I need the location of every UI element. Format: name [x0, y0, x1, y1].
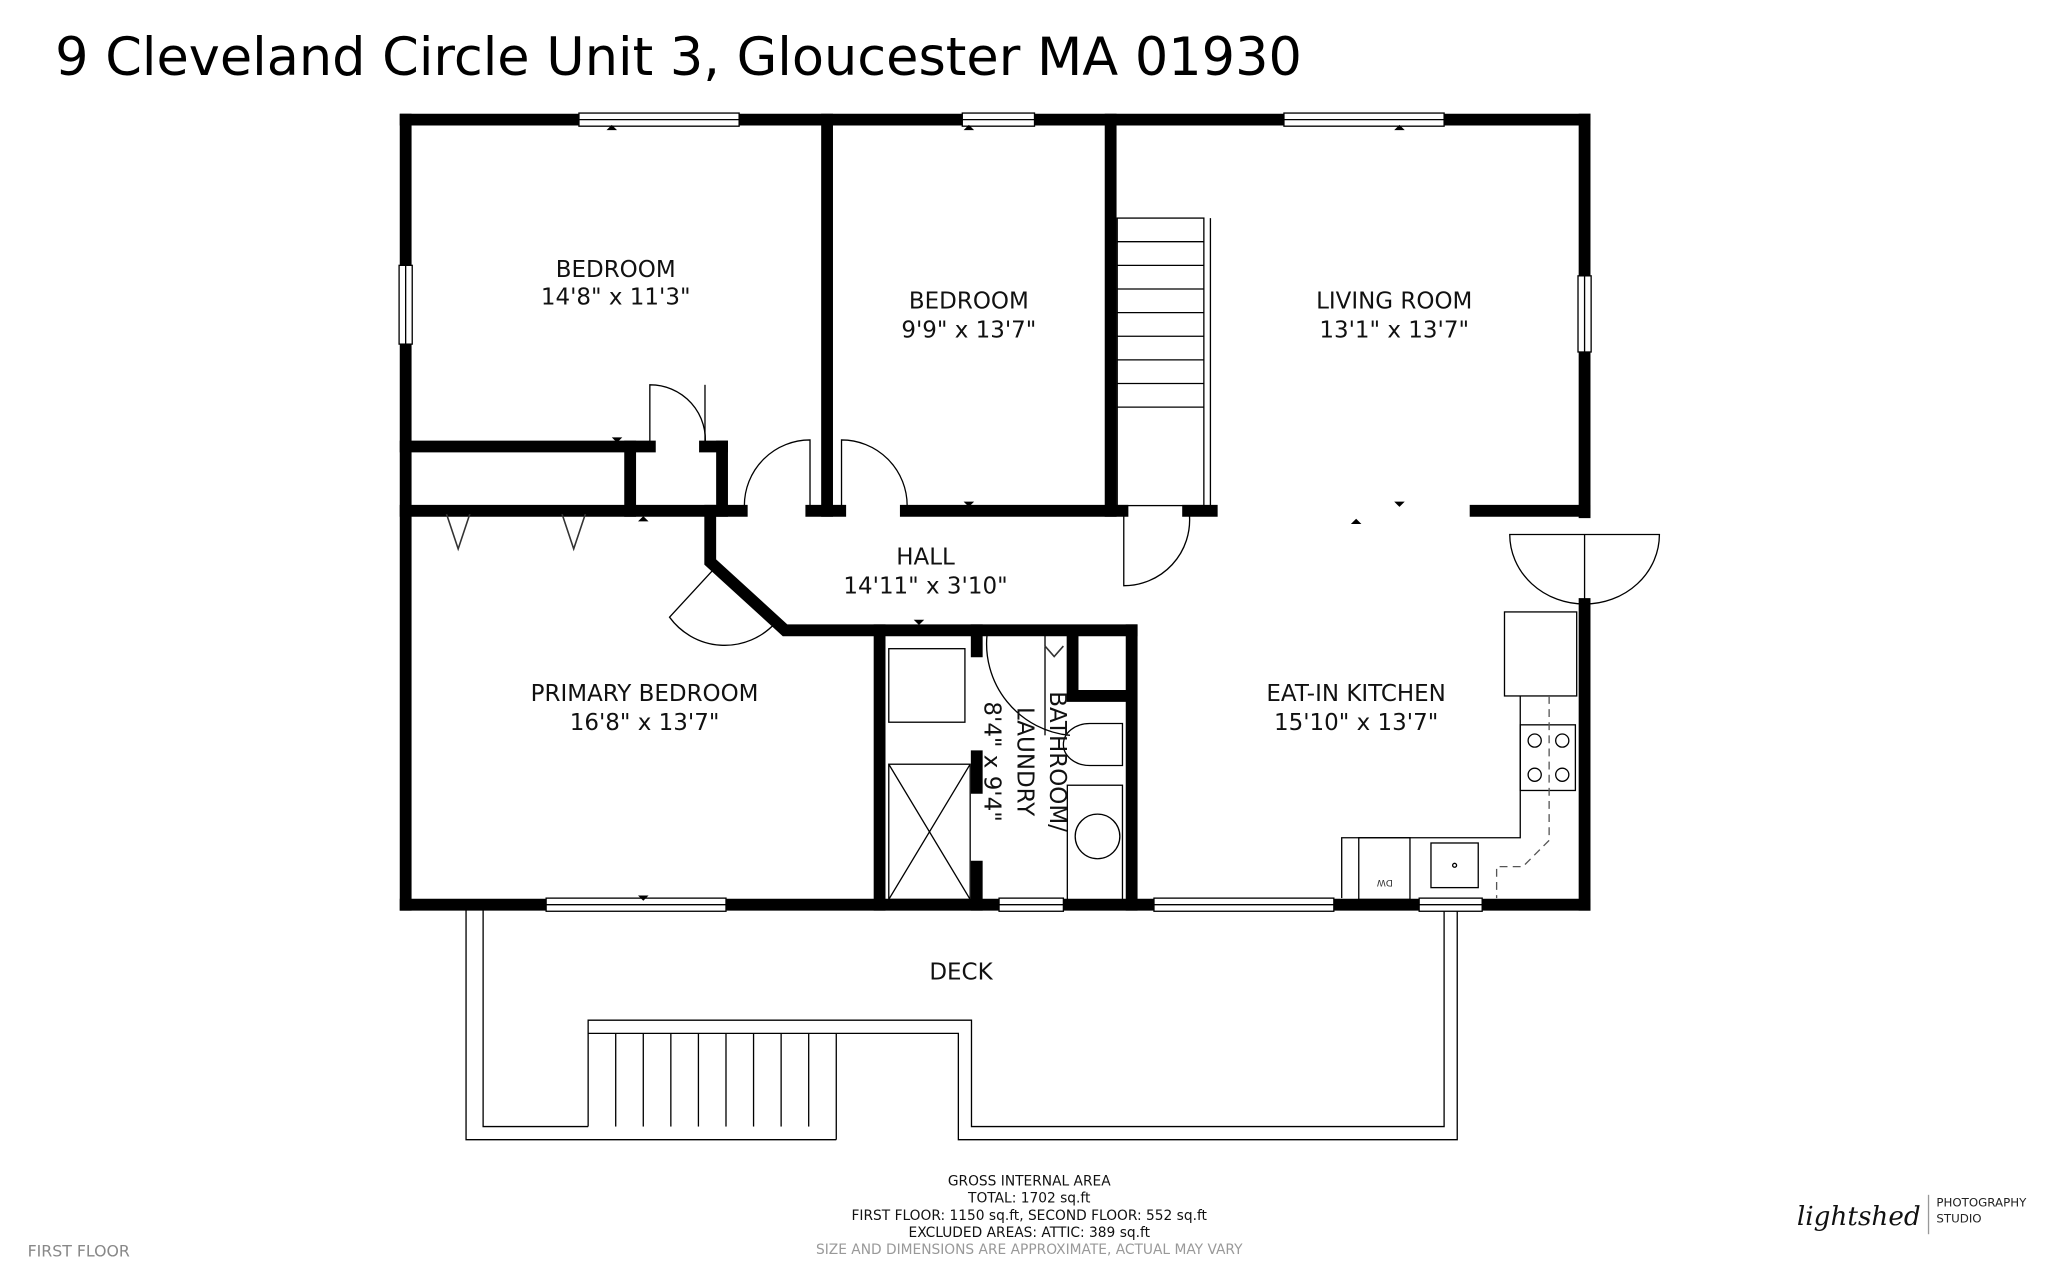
shower — [888, 763, 971, 901]
room-label-deck: DECK — [929, 960, 993, 986]
svg-text:HALL: HALL — [896, 545, 955, 571]
svg-text:LAUNDRY: LAUNDRY — [1011, 707, 1037, 817]
area-summary: GROSS INTERNAL AREA TOTAL: 1702 sq.ft FI… — [816, 1174, 1243, 1258]
svg-text:9'9" x 13'7": 9'9" x 13'7" — [901, 318, 1036, 344]
kitchen-fixtures: DW — [1341, 611, 1578, 901]
logo-line2: STUDIO — [1936, 1211, 1981, 1225]
svg-text:EAT-IN KITCHEN: EAT-IN KITCHEN — [1266, 681, 1445, 707]
logo-line1: PHOTOGRAPHY — [1936, 1196, 2027, 1210]
floor-label: FIRST FLOOR — [28, 1242, 130, 1261]
deck-stairs — [615, 1033, 810, 1127]
dishwasher — [1358, 837, 1411, 901]
bathroom-fixtures — [888, 645, 1124, 902]
svg-text:15'10" x 13'7": 15'10" x 13'7" — [1274, 710, 1438, 736]
svg-text:LIVING ROOM: LIVING ROOM — [1316, 289, 1472, 315]
room-label-hall: HALL 14'11" x 3'10" — [843, 545, 1007, 600]
room-label-primary-bedroom: PRIMARY BEDROOM 16'8" x 13'7" — [531, 681, 759, 736]
toilet — [1062, 722, 1124, 767]
stove — [1519, 724, 1577, 792]
svg-text:BEDROOM: BEDROOM — [909, 289, 1029, 315]
doors — [443, 384, 1661, 736]
room-label-bedroom-1: BEDROOM 14'8" x 11'3" — [541, 257, 691, 311]
dishwasher-label: DW — [1377, 877, 1393, 888]
room-label-living-room: LIVING ROOM 13'1" x 13'7" — [1316, 289, 1472, 344]
svg-text:FIRST FLOOR: 1150 sq.ft, SECON: FIRST FLOOR: 1150 sq.ft, SECOND FLOOR: 5… — [852, 1208, 1208, 1224]
deck-outline — [465, 909, 1458, 1141]
washer — [888, 648, 966, 723]
svg-text:16'8" x 13'7": 16'8" x 13'7" — [570, 710, 720, 736]
svg-text:14'8" x 11'3": 14'8" x 11'3" — [541, 285, 691, 311]
svg-text:GROSS INTERNAL AREA: GROSS INTERNAL AREA — [948, 1174, 1111, 1190]
svg-text:BATHROOM/: BATHROOM/ — [1044, 691, 1070, 832]
sink — [1074, 813, 1121, 860]
svg-text:BEDROOM: BEDROOM — [556, 257, 676, 283]
svg-text:8'4" x 9'4": 8'4" x 9'4" — [979, 701, 1005, 821]
room-label-bedroom-2: BEDROOM 9'9" x 13'7" — [901, 289, 1036, 344]
svg-text:13'1" x 13'7": 13'1" x 13'7" — [1319, 318, 1469, 344]
svg-text:EXCLUDED AREAS: ATTIC: 389 sq.: EXCLUDED AREAS: ATTIC: 389 sq.ft — [909, 1225, 1151, 1241]
kitchen-sink — [1430, 842, 1479, 889]
interior-stairs — [1116, 217, 1212, 507]
room-label-bathroom-laundry: BATHROOM/ LAUNDRY 8'4" x 9'4" — [979, 691, 1071, 832]
logo-script: lightshed — [1797, 1202, 1921, 1232]
page-title: 9 Cleveland Circle Unit 3, Gloucester MA… — [55, 27, 1302, 88]
room-label-kitchen: EAT-IN KITCHEN 15'10" x 13'7" — [1266, 681, 1445, 736]
logo: lightshed PHOTOGRAPHY STUDIO — [1797, 1194, 2027, 1235]
svg-text:14'11" x 3'10": 14'11" x 3'10" — [843, 574, 1007, 600]
svg-text:TOTAL: 1702 sq.ft: TOTAL: 1702 sq.ft — [967, 1191, 1091, 1207]
svg-text:SIZE AND DIMENSIONS ARE APPROX: SIZE AND DIMENSIONS ARE APPROXIMATE, ACT… — [816, 1242, 1243, 1258]
svg-text:PRIMARY BEDROOM: PRIMARY BEDROOM — [531, 681, 759, 707]
wall-markers — [606, 124, 1405, 901]
windows — [398, 112, 1592, 912]
refrigerator — [1503, 611, 1578, 697]
